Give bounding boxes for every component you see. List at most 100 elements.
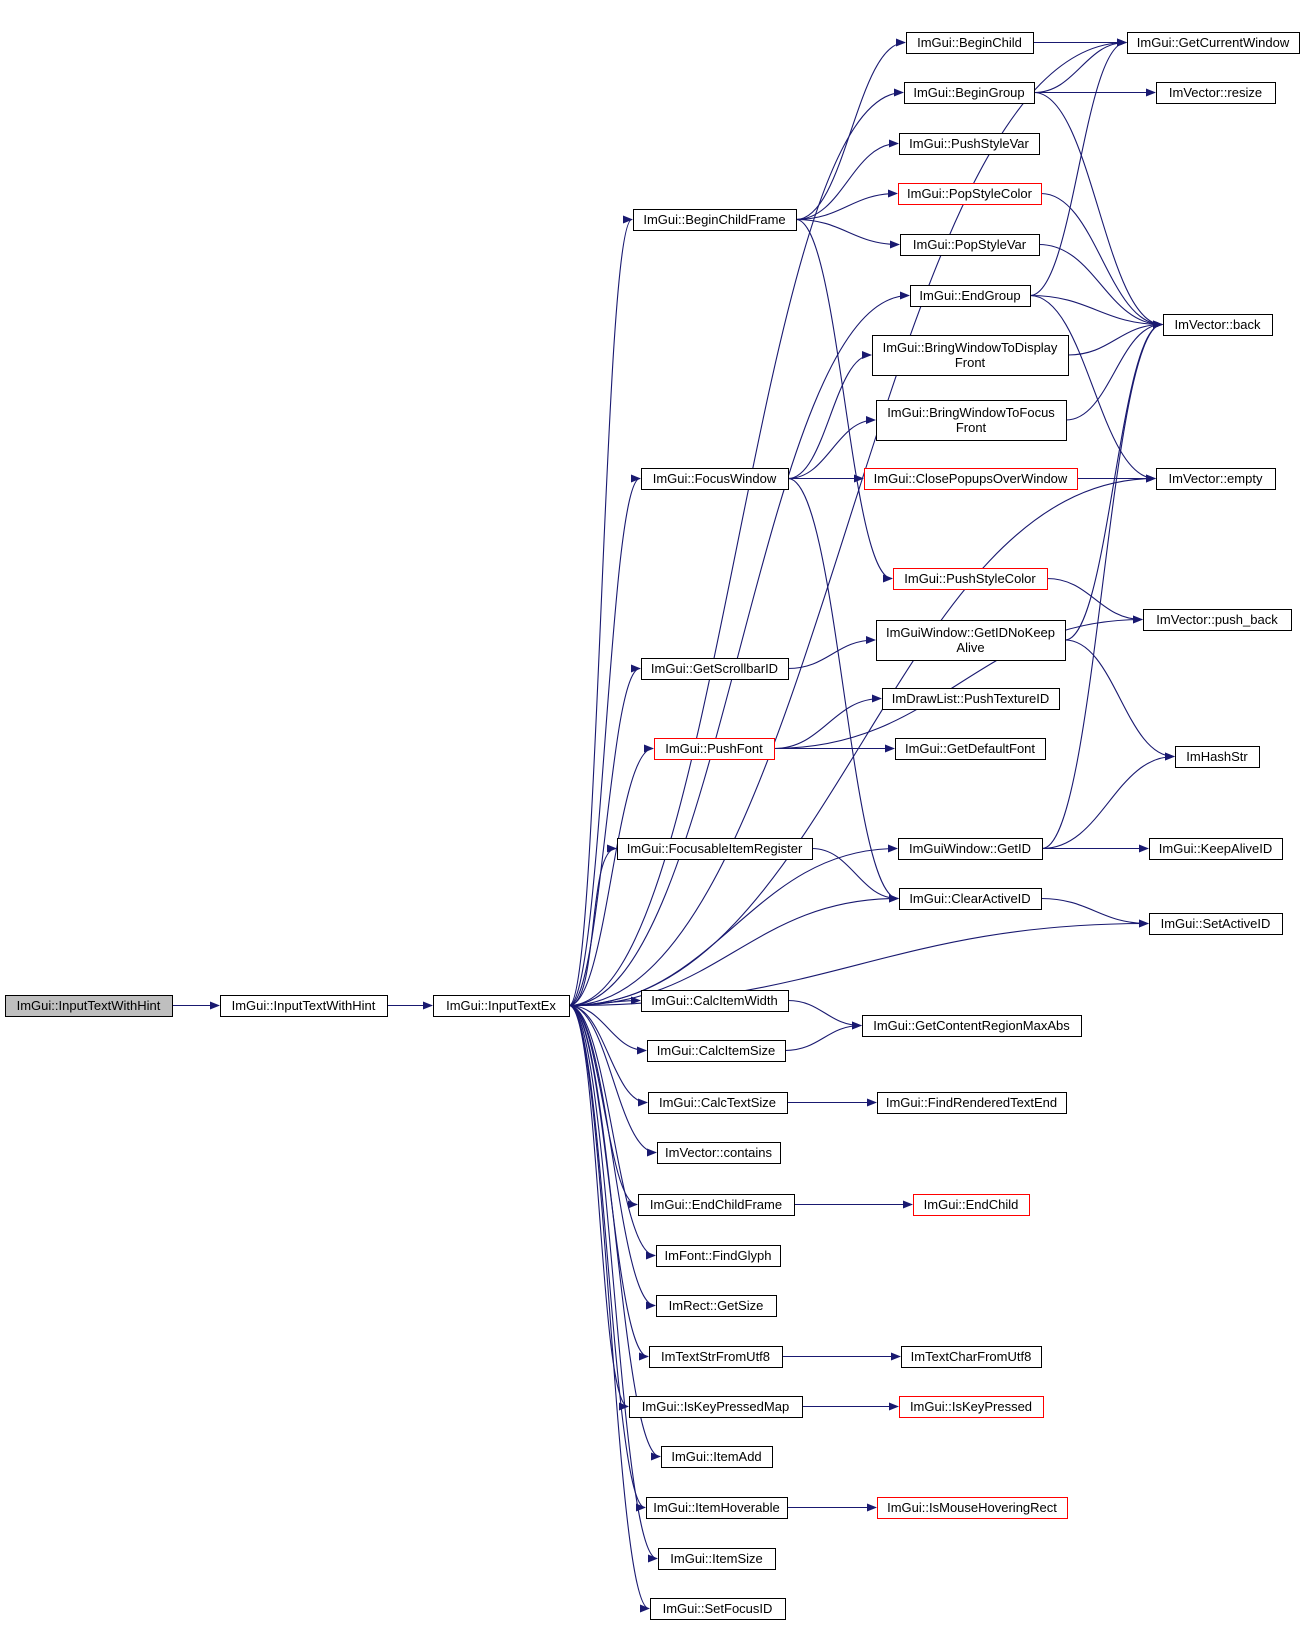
node-imgui-findrenderedtextend[interactable]: ImGui::FindRenderedTextEnd [877,1092,1067,1114]
node-box [1149,838,1283,860]
node-imgui-beginchild[interactable]: ImGui::BeginChild [906,32,1034,54]
node-imgui-keepaliveid[interactable]: ImGui::KeepAliveID [1149,838,1283,860]
node-label: ImGui::FindRenderedTextEnd [886,1095,1057,1110]
node-imgui-calcitemsize[interactable]: ImGui::CalcItemSize [647,1040,786,1062]
node-imgui-getdefaultfont[interactable]: ImGui::GetDefaultFont [895,738,1046,760]
edge-n_ite-to-n_focusableitem [568,844,617,1007]
edge-n_ite-to-n_endgroup [568,291,910,1007]
node-imgui-itemadd[interactable]: ImGui::ItemAdd [661,1446,773,1468]
edge-n_getid-to-n_back [1041,320,1163,850]
node-imgui-getcurrentwindow[interactable]: ImGui::GetCurrentWindow [1127,32,1300,54]
edge-n_calcitemsize-to-n_getcontentregion [784,1021,862,1052]
node-box [895,738,1046,760]
node-imgui-calctextsize[interactable]: ImGui::CalcTextSize [648,1092,788,1114]
node-imtextstrfromutf8[interactable]: ImTextStrFromUtf8 [649,1346,783,1368]
node-imgui-begingroup[interactable]: ImGui::BeginGroup [904,82,1035,104]
node-label: ImDrawList::PushTextureID [892,691,1050,706]
node-box [877,1092,1067,1114]
node-imgui-clearactiveid[interactable]: ImGui::ClearActiveID [899,888,1042,910]
node-imgui-setactiveid[interactable]: ImGui::SetActiveID [1149,913,1283,935]
edge-n_ite-to-n_setfocusid [568,1004,650,1613]
edge-n_ite-to-n_calcitemwidth [568,996,641,1007]
node-imgui-closepopupsoverwindow[interactable]: ImGui::ClosePopupsOverWindow [864,468,1078,490]
node-label: Front [956,420,987,435]
edge-n_focuswindow-to-n_clearactiveid [787,477,899,903]
node-imgui-itemsize[interactable]: ImGui::ItemSize [658,1548,776,1570]
edge-n_endgroup-to-n_empty [1029,294,1156,483]
node-label: ImGui::BringWindowToFocus [887,405,1055,420]
node-imgui-endchildframe[interactable]: ImGui::EndChildFrame [638,1194,795,1216]
node-imgui-endgroup[interactable]: ImGui::EndGroup [910,285,1031,307]
node-imvector-back[interactable]: ImVector::back [1163,314,1273,336]
node-label: ImGui::EndGroup [919,288,1020,303]
node-imvector-resize[interactable]: ImVector::resize [1156,82,1276,104]
node-imgui-pushstylevar[interactable]: ImGui::PushStyleVar [899,133,1040,155]
node-imgui-iskeypressed[interactable]: ImGui::IsKeyPressed [899,1396,1044,1418]
node-imvector-contains[interactable]: ImVector::contains [657,1142,781,1164]
node-imhashstr[interactable]: ImHashStr [1175,746,1260,768]
node-imgui-pushstylecolor[interactable]: ImGui::PushStyleColor [893,568,1048,590]
node-label: ImGui::KeepAliveID [1159,841,1272,856]
node-imgui-inputtextwithhint-root[interactable]: ImGui::InputTextWithHint [5,995,173,1017]
edge-n_ite-to-n_clearactiveid [568,894,899,1007]
node-imgui-ismousehoveringrect[interactable]: ImGui::IsMouseHoveringRect [877,1497,1068,1519]
node-box [904,82,1035,104]
node-label: ImGui::ItemAdd [671,1449,761,1464]
node-box [633,209,797,231]
edge-n_getidnokeep-to-n_imhashstr [1064,639,1175,761]
node-label: ImGui::CalcTextSize [659,1095,776,1110]
node-imdrawlist-pushtextureid[interactable]: ImDrawList::PushTextureID [882,688,1060,710]
node-box [648,1092,788,1114]
node-box [882,688,1060,710]
edge-n_bwtdf-to-n_back [1067,320,1163,356]
node-label: ImTextCharFromUtf8 [911,1349,1032,1364]
node-box [898,183,1042,205]
node-label: ImGui::BringWindowToDisplay [883,340,1058,355]
edge-n_endgroup-to-n_getcurwin [1029,38,1127,297]
node-imfont-findglyph[interactable]: ImFont::FindGlyph [656,1245,781,1267]
edge-n_beginchildframe-to-n_popstylecolor [795,189,898,221]
node-imvector-push-back[interactable]: ImVector::push_back [1143,609,1292,631]
node-imgui-setfocusid[interactable]: ImGui::SetFocusID [650,1598,786,1620]
node-box [641,990,789,1012]
node-imgui-endchild[interactable]: ImGui::EndChild [913,1194,1030,1216]
node-box [910,285,1031,307]
node-box [893,568,1048,590]
node-imgui-getcontentregionmaxabs[interactable]: ImGui::GetContentRegionMaxAbs [862,1015,1082,1037]
edge-n_focuswindow-to-n_bwtff [787,416,876,480]
node-imgui-iskeypressedmap[interactable]: ImGui::IsKeyPressedMap [629,1396,803,1418]
node-box [900,234,1040,256]
node-imgui-calcitemwidth[interactable]: ImGui::CalcItemWidth [641,990,789,1012]
node-imgui-focusableitemregister[interactable]: ImGui::FocusableItemRegister [617,838,813,860]
node-box [899,133,1040,155]
node-imgui-focuswindow[interactable]: ImGui::FocusWindow [641,468,789,490]
node-imrect-getsize[interactable]: ImRect::GetSize [656,1295,777,1317]
node-imtextcharfromutf8[interactable]: ImTextCharFromUtf8 [901,1346,1042,1368]
node-imgui-itemhoverable[interactable]: ImGui::ItemHoverable [646,1497,788,1519]
node-box [661,1446,773,1468]
node-box [862,1015,1082,1037]
edge-n_getid-to-n_imhashstr [1041,752,1175,850]
node-imgui-getscrollbarid[interactable]: ImGui::GetScrollbarID [641,658,789,680]
node-imgui-inputtextwithhint[interactable]: ImGui::InputTextWithHint [220,995,388,1017]
node-imgui-pushfont[interactable]: ImGui::PushFont [654,738,775,760]
edge-n_popstylecolor-to-n_back [1040,192,1163,329]
node-imgui-popstylevar[interactable]: ImGui::PopStyleVar [900,234,1040,256]
node-imgui-beginchildframe[interactable]: ImGui::BeginChildFrame [633,209,797,231]
node-label: ImTextStrFromUtf8 [661,1349,770,1364]
node-box [899,1396,1044,1418]
node-box [647,1040,786,1062]
edge-n_beginchildframe-to-n_beginchild [795,38,906,221]
node-label: ImVector::contains [665,1145,772,1160]
node-imgui-inputtextex[interactable]: ImGui::InputTextEx [433,995,570,1017]
node-box [433,995,570,1017]
node-box [876,620,1066,661]
node-imvector-empty[interactable]: ImVector::empty [1156,468,1276,490]
node-box [1127,32,1300,54]
node-box [1143,609,1292,631]
node-imguiwindow-getid[interactable]: ImGuiWindow::GetID [898,838,1043,860]
node-imgui-popstylecolor[interactable]: ImGui::PopStyleColor [898,183,1042,205]
